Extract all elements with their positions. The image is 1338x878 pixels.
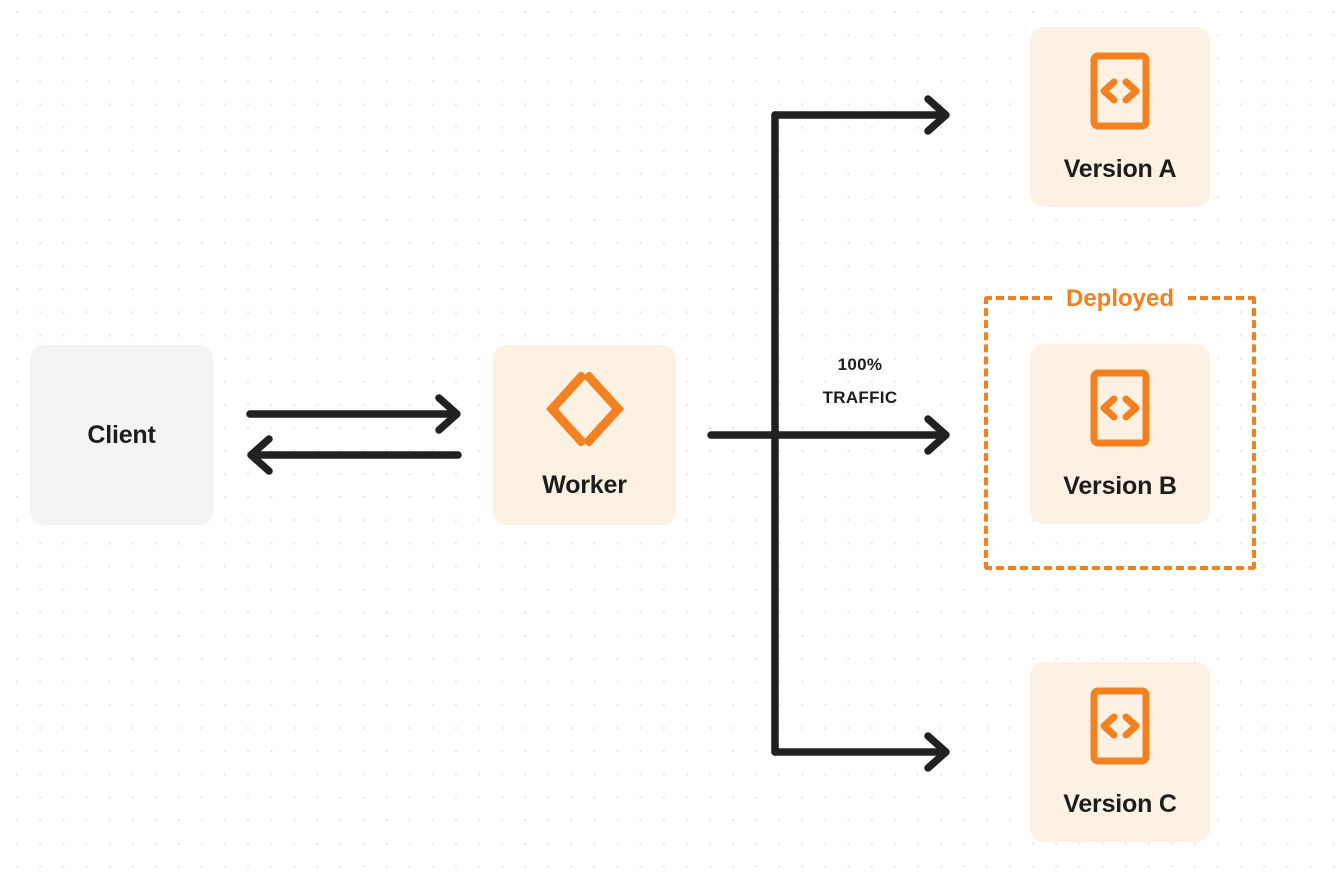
node-version-a[interactable]: Version A [1030,27,1210,207]
arrow-trunk [707,111,948,756]
code-file-icon [1090,687,1150,770]
node-client[interactable]: Client [30,345,213,525]
group-deployed: Deployed [984,284,1256,570]
traffic-caption: TRAFFIC [822,388,898,407]
node-worker[interactable]: Worker [493,345,676,525]
arrow-worker-to-client [247,435,462,475]
arrow-worker-to-version-c [771,732,950,772]
traffic-annotation: 100% TRAFFIC [782,348,938,414]
arrow-worker-to-version-a [771,95,950,135]
node-version-c-label: Version C [1063,790,1177,818]
group-deployed-label: Deployed [1055,284,1185,314]
node-version-b-label: Version B [1063,472,1177,500]
node-version-b[interactable]: Version B [1030,344,1210,524]
node-worker-label: Worker [542,471,627,499]
arrow-client-to-worker [246,394,461,434]
cloudflare-workers-icon [544,370,626,451]
node-client-label: Client [87,420,156,449]
node-version-c[interactable]: Version C [1030,662,1210,842]
code-file-icon [1090,52,1150,135]
arrow-worker-to-version-b [924,415,950,455]
code-file-icon [1090,369,1150,452]
node-version-a-label: Version A [1063,155,1177,183]
traffic-percent: 100% [837,355,883,374]
